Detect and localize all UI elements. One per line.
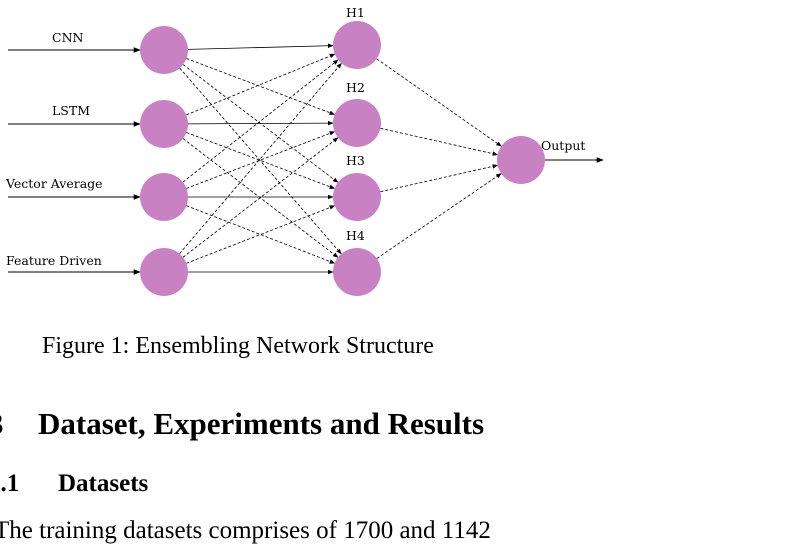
input-label: Vector Average xyxy=(5,176,103,191)
hidden-to-output-edge xyxy=(380,164,499,193)
input-to-hidden-edge xyxy=(182,137,339,258)
hidden-label: H4 xyxy=(346,228,365,243)
input-to-hidden-edge xyxy=(186,205,336,264)
input-node xyxy=(140,248,188,296)
hidden-to-output-edge xyxy=(376,173,502,259)
section-title: Dataset, Experiments and Results xyxy=(38,406,485,441)
input-label: LSTM xyxy=(52,103,90,118)
input-to-hidden-edge xyxy=(186,205,336,264)
input-node xyxy=(140,173,188,221)
figure-caption: Figure 1: Ensembling Network Structure xyxy=(42,333,434,359)
input-label: CNN xyxy=(52,30,84,45)
hidden-label: H3 xyxy=(346,153,365,168)
subsection-title: Datasets xyxy=(58,470,149,497)
section-heading: 3Dataset, Experiments and Results xyxy=(0,406,484,442)
input-to-hidden-edge xyxy=(187,120,334,126)
input-label: Feature Driven xyxy=(6,253,102,268)
input-to-hidden-edge xyxy=(179,67,342,255)
body-paragraph: The training datasets comprises of 1700 … xyxy=(0,517,491,544)
input-to-hidden-edge xyxy=(179,62,342,254)
hidden-node xyxy=(333,248,381,296)
input-to-hidden-edge xyxy=(186,58,336,115)
hidden-node xyxy=(333,99,381,147)
input-to-hidden-edge xyxy=(186,53,336,116)
input-node xyxy=(140,26,188,74)
input-node xyxy=(140,100,188,148)
input-to-hidden-edge xyxy=(186,132,336,189)
hidden-to-output-edge xyxy=(376,58,502,147)
output-node xyxy=(497,136,545,184)
input-to-hidden-edge xyxy=(187,43,334,50)
hidden-node xyxy=(333,173,381,221)
output-label: Output xyxy=(541,138,585,153)
hidden-label: H1 xyxy=(346,5,365,20)
hidden-node xyxy=(333,21,381,69)
subsection-heading: 3.1 Datasets xyxy=(0,470,148,498)
input-to-hidden-edge xyxy=(186,131,336,189)
input-to-hidden-edge xyxy=(182,59,339,183)
hidden-to-output-edge xyxy=(380,127,499,156)
hidden-label: H2 xyxy=(346,80,365,95)
subsection-number: 3.1 xyxy=(0,470,20,497)
section-number: 3 xyxy=(0,406,38,442)
